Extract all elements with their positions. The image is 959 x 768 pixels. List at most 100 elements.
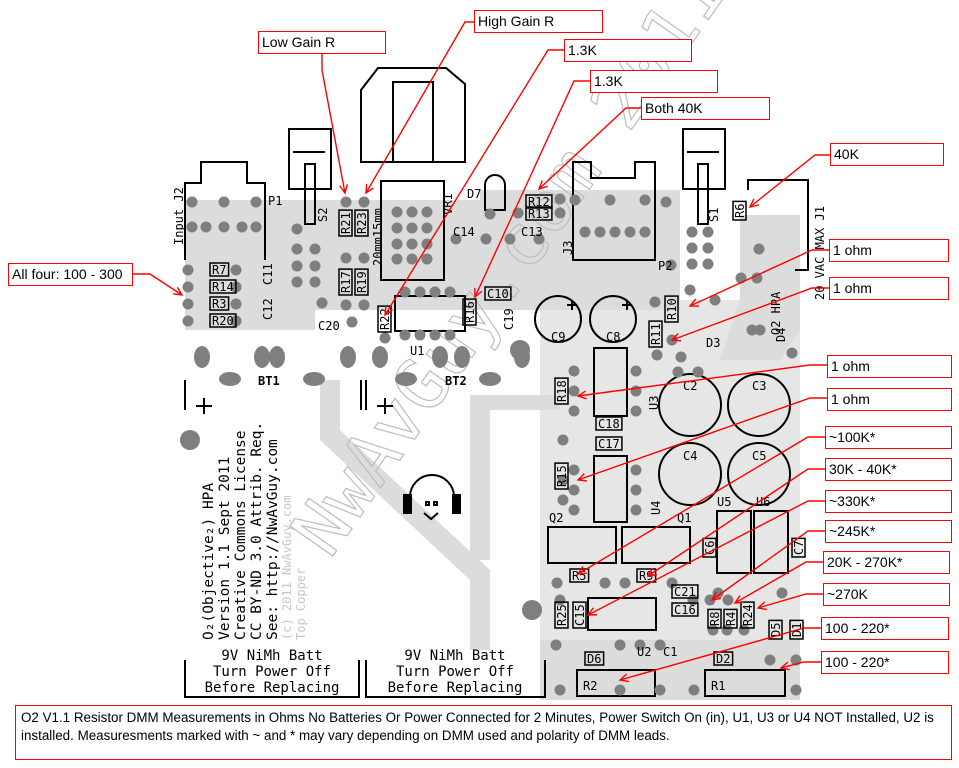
callout-all-four: All four: 100 - 300 — [8, 263, 133, 286]
pad — [346, 316, 358, 328]
pad — [568, 464, 580, 476]
label-r16: R16 — [462, 298, 477, 326]
pad — [550, 639, 562, 651]
label-u5: U5 — [717, 495, 731, 509]
svg-text:R6: R6 — [733, 204, 747, 218]
arrowhead-icon — [618, 673, 629, 683]
pad — [569, 194, 581, 206]
pad — [182, 264, 194, 276]
svg-text:R20: R20 — [212, 314, 234, 328]
label-bt2: BT2 — [445, 374, 467, 388]
svg-text:R11: R11 — [649, 323, 663, 345]
pad — [709, 294, 721, 306]
pad — [790, 684, 802, 696]
label-r19: R19 — [354, 268, 369, 296]
callout-r9-30k-40k: 30K - 40K* — [825, 458, 952, 481]
pad — [444, 329, 456, 341]
pad — [568, 405, 580, 417]
arrowhead-icon — [779, 661, 790, 671]
pad — [358, 299, 370, 311]
bt1-note-line1: 9V NiMh Batt — [221, 648, 322, 664]
label-r20: R20 — [209, 313, 237, 328]
label-s2: S2 — [316, 208, 330, 222]
svg-text:C5: C5 — [752, 449, 766, 463]
pad — [406, 206, 418, 218]
arrowhead-icon — [172, 286, 184, 296]
label-r4: R4 — [723, 608, 738, 629]
label-p1: P1 — [268, 194, 282, 208]
svg-text:D2: D2 — [716, 652, 730, 666]
svg-text:R14: R14 — [212, 280, 234, 294]
pad — [291, 276, 303, 288]
bt2-note-line3: Before Replacing — [388, 680, 523, 696]
svg-text:C16: C16 — [674, 603, 696, 617]
svg-text:C1: C1 — [663, 645, 677, 659]
arrowhead-icon — [733, 595, 745, 604]
label-c17: C17 — [595, 436, 623, 451]
board-url-line: See: http://NwAvGuy.com — [265, 439, 281, 640]
pad — [624, 226, 636, 238]
pad — [746, 324, 758, 336]
label-c18: C18 — [595, 416, 623, 431]
pad — [557, 474, 569, 486]
pad — [391, 206, 403, 218]
pad — [665, 259, 677, 271]
svg-text:R13: R13 — [528, 207, 550, 221]
pad — [480, 233, 492, 245]
pad — [599, 577, 611, 589]
copyright-watermark-line: (c) 2011 NwAvGuy.com — [280, 496, 294, 641]
label-c20: C20 — [318, 319, 340, 333]
label-j3: J3 — [561, 241, 575, 255]
pad — [722, 594, 734, 606]
headphone-smiley-logo-icon — [403, 474, 461, 521]
callout-r5-100k: ~100K* — [825, 426, 952, 449]
pad — [340, 252, 352, 264]
label-c10: C10 — [484, 286, 512, 301]
pad — [651, 349, 663, 361]
arrowhead-icon — [710, 591, 721, 601]
svg-text:P2: P2 — [658, 259, 672, 273]
arrowhead-icon — [748, 198, 759, 209]
callout-r12-r13-both-40k: Both 40K — [641, 97, 770, 120]
svg-text:C18: C18 — [598, 417, 620, 431]
pad — [630, 464, 642, 476]
pad — [568, 385, 580, 397]
pad — [230, 298, 242, 310]
label-c5: C5 — [752, 449, 766, 463]
svg-text:R5: R5 — [572, 569, 586, 583]
leader-line-r11-1-ohm — [671, 287, 829, 341]
pad — [182, 298, 194, 310]
pad — [340, 299, 352, 311]
board-cc-line: CC BY-ND 3.0 Attrib. Req. — [249, 422, 265, 640]
svg-text:C8: C8 — [606, 330, 620, 344]
leader-line-r6-40k — [749, 154, 830, 208]
pad — [614, 684, 626, 696]
pad — [675, 351, 687, 363]
arrowhead-icon — [576, 473, 588, 482]
callout-r4-20k-270k: 20K - 270K* — [823, 551, 950, 574]
svg-text:J3: J3 — [561, 241, 575, 255]
label-c9: C9 — [551, 330, 565, 344]
label-c4: C4 — [683, 449, 697, 463]
pad — [579, 226, 591, 238]
pad — [654, 639, 666, 651]
svg-text:C6: C6 — [703, 541, 717, 555]
pad — [399, 329, 411, 341]
svg-text:C17: C17 — [598, 437, 620, 451]
callout-high-gain-r: High Gain R — [474, 10, 603, 33]
svg-text:Input J2: Input J2 — [172, 187, 186, 245]
svg-text:C9: C9 — [551, 330, 565, 344]
label-input-j2: Input J2 — [172, 187, 186, 245]
leader-line-r22-1-3k — [384, 49, 564, 316]
label-c12: C12 — [261, 298, 275, 320]
label-d6: D6 — [584, 651, 605, 666]
svg-text:R22: R22 — [378, 308, 392, 330]
pad — [764, 654, 776, 666]
pad — [614, 639, 626, 651]
leader-line-r18-1-ohm — [577, 364, 827, 397]
bt1-note-line3: Before Replacing — [205, 680, 340, 696]
svg-text:R21: R21 — [339, 212, 353, 234]
svg-text:R23: R23 — [355, 212, 369, 234]
arrowhead-icon — [586, 607, 598, 616]
pad — [554, 594, 566, 606]
